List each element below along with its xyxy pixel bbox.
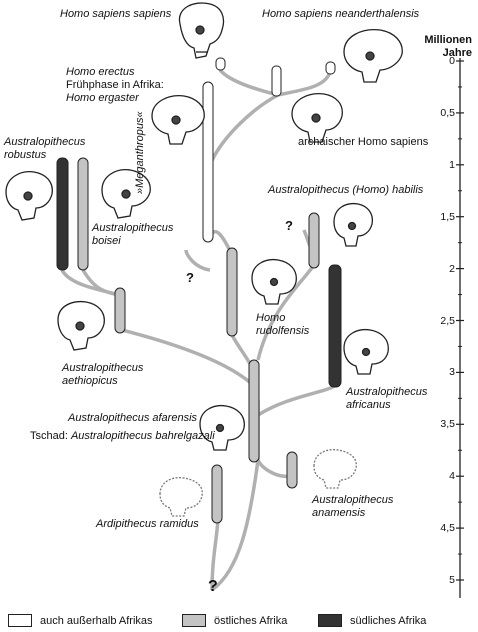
skull-icon-archaic <box>291 93 343 143</box>
question-mark-meganthropus: ? <box>186 270 194 285</box>
axis-tick-label-1: 0,5 <box>440 106 455 119</box>
label-robustus: Australopithecus robustus <box>4 136 85 162</box>
bar-neanderthalensis <box>325 61 336 75</box>
bar-habilis <box>308 212 320 269</box>
label-africanus-line2: africanus <box>346 399 391 411</box>
range-bars <box>56 57 342 524</box>
skull-icon-aethiopicus <box>57 300 105 351</box>
skull-icon-ardipithecus <box>159 476 203 517</box>
question-mark-root: ? <box>208 578 218 595</box>
axis-title: Millionen Jahre <box>424 34 472 60</box>
axis-tick-label-0: 0 <box>449 55 455 67</box>
legend-swatch-east <box>182 614 206 627</box>
legend-label-south: südliches Afrika <box>350 614 427 627</box>
axis-tick-label-2: 1 <box>449 158 455 171</box>
label-afarensis: Australopithecus afarensis <box>68 412 198 424</box>
legend-item-south: südliches Afrika <box>318 614 426 627</box>
bar-anamensis <box>286 451 298 489</box>
label-bahrelgazali-prefix: Tschad: <box>30 430 71 442</box>
label-boisei-line1: Australopithecus <box>92 222 174 234</box>
question-mark-habilis: ? <box>285 218 293 233</box>
legend-swatch-south <box>318 614 342 627</box>
label-ardipithecus: Ardipithecus ramidus <box>96 518 199 530</box>
skull-icon-robustus <box>5 171 53 221</box>
label-homo-sapiens-sapiens: Homo sapiens sapiens <box>60 8 172 20</box>
branch-mega <box>184 249 211 272</box>
branch-root <box>210 519 220 591</box>
branch-sap <box>218 68 279 97</box>
skull-icon-boisei <box>101 169 151 219</box>
label-robustus-line2: robustus <box>4 149 47 161</box>
axis-ticks <box>456 60 464 581</box>
bar-archaic-sapiens <box>271 65 282 97</box>
axis-tick-label-4: 2 <box>449 262 455 275</box>
branch-aeth-boi <box>81 269 121 297</box>
legend-label-east: östliches Afrika <box>214 614 288 627</box>
axis-title-line2: Jahre <box>442 47 472 59</box>
label-homo-sapiens-neanderthalensis: Homo sapiens neanderthalensis <box>262 8 420 20</box>
legend-item-outside: auch außerhalb Afrikas <box>8 614 153 627</box>
axis-tick-label-10: 5 <box>449 574 455 586</box>
label-anamensis: Australopithecus anamensis <box>312 494 393 520</box>
axis-tick-label-5: 2,5 <box>440 314 455 327</box>
axis-tick-label-3: 1,5 <box>440 210 455 223</box>
label-bahrelgazali: Tschad: Australopithecus bahrelgazali <box>30 430 215 443</box>
label-bahrelgazali-name: Australopithecus bahrelgazali <box>70 430 215 442</box>
legend-swatch-outside <box>8 614 32 627</box>
label-africanus: Australopithecus africanus <box>346 386 427 412</box>
legend-item-east: östliches Afrika <box>182 614 287 627</box>
bar-erectus <box>202 81 214 243</box>
skulls <box>5 2 403 517</box>
label-aethiopicus-line1: Australopithecus <box>62 362 144 374</box>
label-homo-erectus-line2: Frühphase in Afrika: <box>66 79 164 91</box>
label-anamensis-line2: anamensis <box>312 507 366 519</box>
label-robustus-line1: Australopithecus <box>4 136 86 148</box>
label-archaic-homo-sapiens: archaischer Homo sapiens <box>298 136 429 148</box>
axis-tick-label-9: 4,5 <box>440 522 455 535</box>
bar-sapiens-sapiens <box>215 57 226 71</box>
label-anamensis-line1: Australopithecus <box>312 494 394 506</box>
legend-label-outside: auch außerhalb Afrikas <box>40 614 153 627</box>
label-rudolfensis: Homo rudolfensis <box>256 312 309 338</box>
label-homo-erectus: Homo erectus Frühphase in Afrika: Homo e… <box>66 66 164 105</box>
skull-icon-erectus <box>151 95 205 145</box>
axis-title-line1: Millionen <box>424 34 472 46</box>
skull-icon-afarensis <box>199 404 245 451</box>
branch-root-ana <box>210 459 260 592</box>
branch-nea <box>277 71 332 97</box>
skull-icon-habilis <box>333 202 374 247</box>
label-homo-erectus-line3: Homo ergaster <box>66 92 139 104</box>
bar-boisei <box>77 157 89 271</box>
bar-aethiopicus <box>114 287 126 334</box>
label-rudolfensis-line1: Homo <box>256 312 286 324</box>
label-africanus-line1: Australopithecus <box>346 386 428 398</box>
axis-tick-label-8: 4 <box>449 470 455 483</box>
bar-ardipithecus <box>211 464 223 524</box>
label-homo-erectus-line1: Homo erectus <box>66 66 135 78</box>
bar-africanus <box>328 264 342 388</box>
bar-robustus <box>56 157 69 271</box>
legend: auch außerhalb Afrikas östliches Afrika … <box>0 612 478 632</box>
label-aethiopicus: Australopithecus aethiopicus <box>62 362 143 388</box>
branch-erectus-sap <box>208 93 279 166</box>
label-rudolfensis-line2: rudolfensis <box>256 325 310 337</box>
axis-tick-label-6: 3 <box>449 366 455 379</box>
skull-icon-africanus <box>343 328 389 375</box>
skull-icon-rudolfensis <box>251 258 297 305</box>
branch-afa-afri <box>257 383 337 417</box>
label-aethiopicus-line2: aethiopicus <box>62 375 118 387</box>
skull-icon-anamensis <box>313 448 357 489</box>
label-habilis: Australopithecus (Homo) habilis <box>268 184 424 196</box>
bar-afarensis <box>248 359 260 463</box>
bar-rudolfensis <box>226 247 238 337</box>
axis-tick-label-7: 3,5 <box>440 418 455 431</box>
label-boisei-line2: boisei <box>92 235 121 247</box>
label-meganthropus: »Meganthropus« <box>134 111 146 194</box>
skull-icon-sapiens <box>178 2 225 59</box>
label-boisei: Australopithecus boisei <box>92 222 173 248</box>
skull-icon-neanderthal <box>343 29 403 83</box>
branch-hab <box>256 263 316 361</box>
